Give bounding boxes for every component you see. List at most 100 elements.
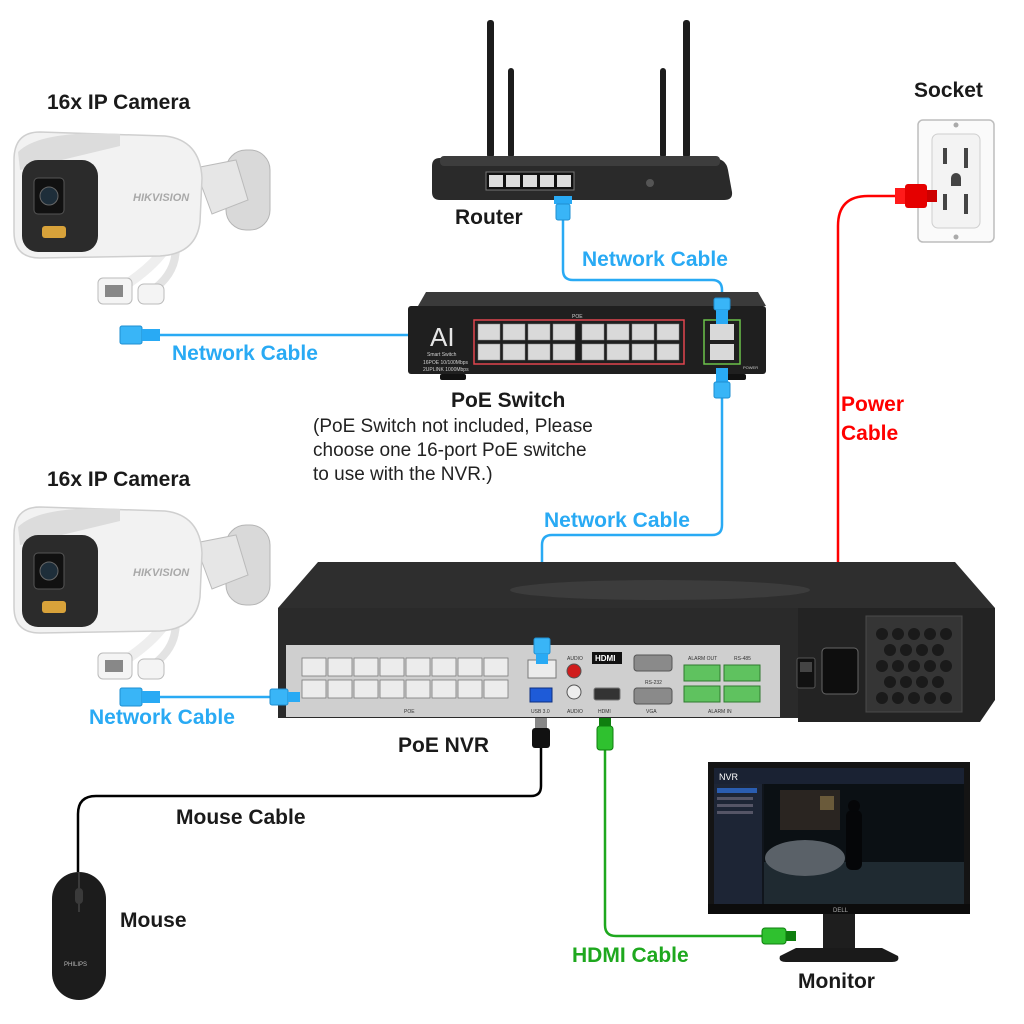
nvr-port-label-vga: VGA [646,709,657,715]
video-light [820,796,834,810]
poe-switch-label: PoE Switch [451,389,566,412]
socket-screw [953,122,959,128]
router-antenna [683,20,690,158]
nvr-hdmi-logo-box [592,652,622,664]
mouse-cable [76,748,543,872]
ip-camera-bottom: HIKVISION [13,506,271,680]
socket-slot [964,194,968,214]
mouse: PHILIPS [52,872,106,1000]
nvr-port-label-rs232: RS-232 [645,680,662,686]
rj45-plug-camera-bottom [119,687,160,707]
nvr-port-label-usb: USB 3.0 [531,709,550,715]
nvr-port-label-alarm-in: ALARM IN [708,709,732,715]
nvr-power-inlet [821,647,859,695]
nvr-port-label-rs485: RS-485 [734,656,751,662]
camera-power-connector [137,658,165,680]
mouse-brand: PHILIPS [64,962,87,968]
router-top-face [440,156,720,166]
hdmi-plug-monitor [761,927,796,945]
camera-power-connector [137,283,165,305]
power-cable [836,194,898,595]
monitor-label: Monitor [798,970,875,993]
camera-bottom-label: 16x IP Camera [47,468,191,491]
socket-slot [943,148,947,164]
router [432,20,733,200]
socket-ground [951,173,961,186]
mouse-label: Mouse [120,909,187,932]
hdmi-cable [603,750,762,938]
poe-nvr-label: PoE NVR [398,734,490,757]
nvr-fan-grille-holes [876,628,952,704]
router-led [646,179,654,187]
nvr-audio-port [566,663,582,679]
switch-subtitle: Smart Switch [427,352,457,358]
switch-spec: 2UPLINK 1000Mbps [423,367,469,373]
camera-ir-led [42,226,66,238]
switch-power-label: POWER [743,365,758,370]
nvr-poe-ports [301,657,509,699]
nvr-vga-port [633,687,673,705]
nvr-port-label-hdmi: HDMI [598,709,611,715]
power-cable-label-line-1: Power [841,393,905,416]
socket-slot [943,194,947,210]
usb-plug-mouse [532,718,550,748]
rj45-plug-router [554,196,572,221]
camera-brand: HIKVISION [133,192,190,204]
switch-ports [477,323,680,361]
power-cable-label-line-2: Cable [841,422,899,445]
poe-switch-note-line-2: choose one 16-port PoE switche [313,440,587,461]
power-plug-socket-end [895,184,937,208]
monitor: NVR DELL [708,762,970,962]
video-person-head [848,800,860,812]
nvr-rs232-port [633,654,673,672]
switch-to-nvr-cable [540,398,724,640]
mouse-scroll-wheel [75,888,83,904]
mouse-body [52,872,106,1000]
hdmi-plug-nvr [596,718,614,751]
camera-mount-arm [194,534,249,590]
monitor-bottom-bezel [708,904,970,914]
nvr-alarm-terminal [683,664,721,682]
switch-top-face [418,292,766,306]
socket-slot [964,148,968,168]
camera-brand: HIKVISION [133,567,190,579]
rj45-plug-switch-uplink-bottom [713,368,731,399]
switch-uplink-port [710,324,734,340]
switch-uplink-port [710,344,734,360]
camera-ir-led [42,601,66,613]
nvr-port-label-poe: POE [404,709,415,715]
nvr-app-titlebar [714,768,964,784]
camera-lens [39,186,59,206]
rj45-plug-switch-uplink-top [713,297,731,324]
monitor-brand: DELL [833,908,849,914]
poe-switch-note-line-3: to use with the NVR.) [313,464,493,485]
poe-switch: AI Smart Switch 16POE 10/100Mbps 2UPLINK… [408,292,766,380]
poe-nvr: POE USB 3.0 AUDIO AUDIO HDMI HDMI RS-232… [278,562,995,722]
nvr-hdmi-port [593,687,621,701]
camera-bottom-network-cable-label: Network Cable [89,706,235,729]
router-antenna [508,68,514,158]
cables [76,194,898,938]
nvr-port-label-audio: AUDIO [567,656,583,662]
router-antenna [660,68,666,158]
poe-switch-note-line-1: (PoE Switch not included, Please [313,416,593,437]
switch-poe-label: POE [572,314,583,320]
socket [917,119,995,243]
switch-foot [440,374,466,380]
socket-label: Socket [914,79,983,102]
switch-logo: AI [430,322,455,352]
nvr-top-shine [510,580,810,600]
nvr-usb-port [529,687,553,703]
nvr-audio-port [566,684,582,700]
nvr-port-label-alarm-out: ALARM OUT [688,656,717,662]
nvr-hdmi-logo: HDMI [595,654,615,663]
nvr-app-title: NVR [719,772,739,782]
mouse-cable-label: Mouse Cable [176,806,306,829]
video-car [765,840,845,876]
camera-top-label: 16x IP Camera [47,91,191,114]
hdmi-cable-label: HDMI Cable [572,944,689,967]
nvr-app-sidebar [714,784,762,904]
rj45-plug-nvr-poe [269,688,300,706]
rj45-plug-nvr-uplink [533,637,551,664]
